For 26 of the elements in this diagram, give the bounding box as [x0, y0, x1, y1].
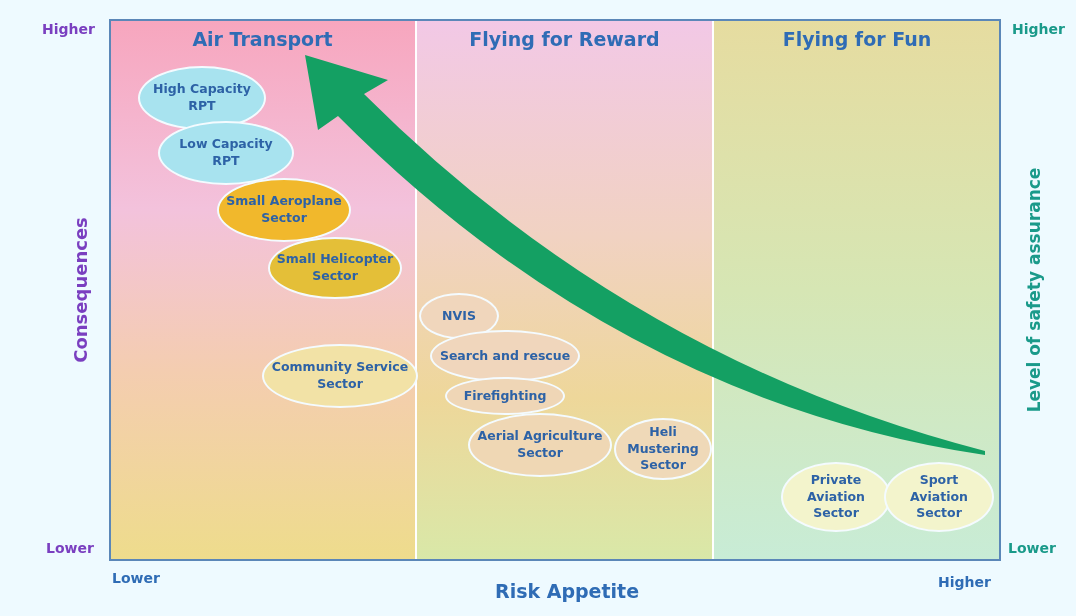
axis-title: Risk Appetite — [495, 580, 640, 602]
category-band — [415, 20, 712, 560]
sector-ellipse: Search and rescue — [430, 330, 580, 382]
sector-ellipse: Heli Mustering Sector — [614, 418, 712, 480]
axis-title: Level of safety assurance — [1024, 167, 1044, 413]
axis-end-label: Lower — [112, 570, 160, 586]
band-heading: Flying for Fun — [781, 28, 933, 50]
axis-end-label: Higher — [938, 574, 991, 590]
sector-ellipse: Aerial Agriculture Sector — [468, 413, 612, 477]
sector-ellipse: Firefighting — [445, 377, 565, 415]
axis-end-label: Lower — [46, 540, 94, 556]
sector-ellipse: Community Service Sector — [262, 344, 418, 408]
sector-ellipse: NVIS — [419, 293, 499, 339]
axis-end-label: Higher — [42, 21, 95, 37]
sector-ellipse: Small Helicopter Sector — [268, 237, 402, 299]
category-band — [110, 20, 415, 560]
category-band — [712, 20, 1000, 560]
sector-ellipse: Sport Aviation Sector — [884, 462, 994, 532]
sector-ellipse: Low Capacity RPT — [158, 121, 294, 185]
axis-end-label: Lower — [1008, 540, 1056, 556]
band-heading: Air Transport — [191, 28, 334, 50]
axis-end-label: Higher — [1012, 21, 1065, 37]
sector-ellipse: Small Aeroplane Sector — [217, 178, 351, 242]
axis-title: Consequences — [69, 217, 91, 363]
band-heading: Flying for Reward — [468, 28, 661, 50]
sector-ellipse: High Capacity RPT — [138, 66, 266, 130]
